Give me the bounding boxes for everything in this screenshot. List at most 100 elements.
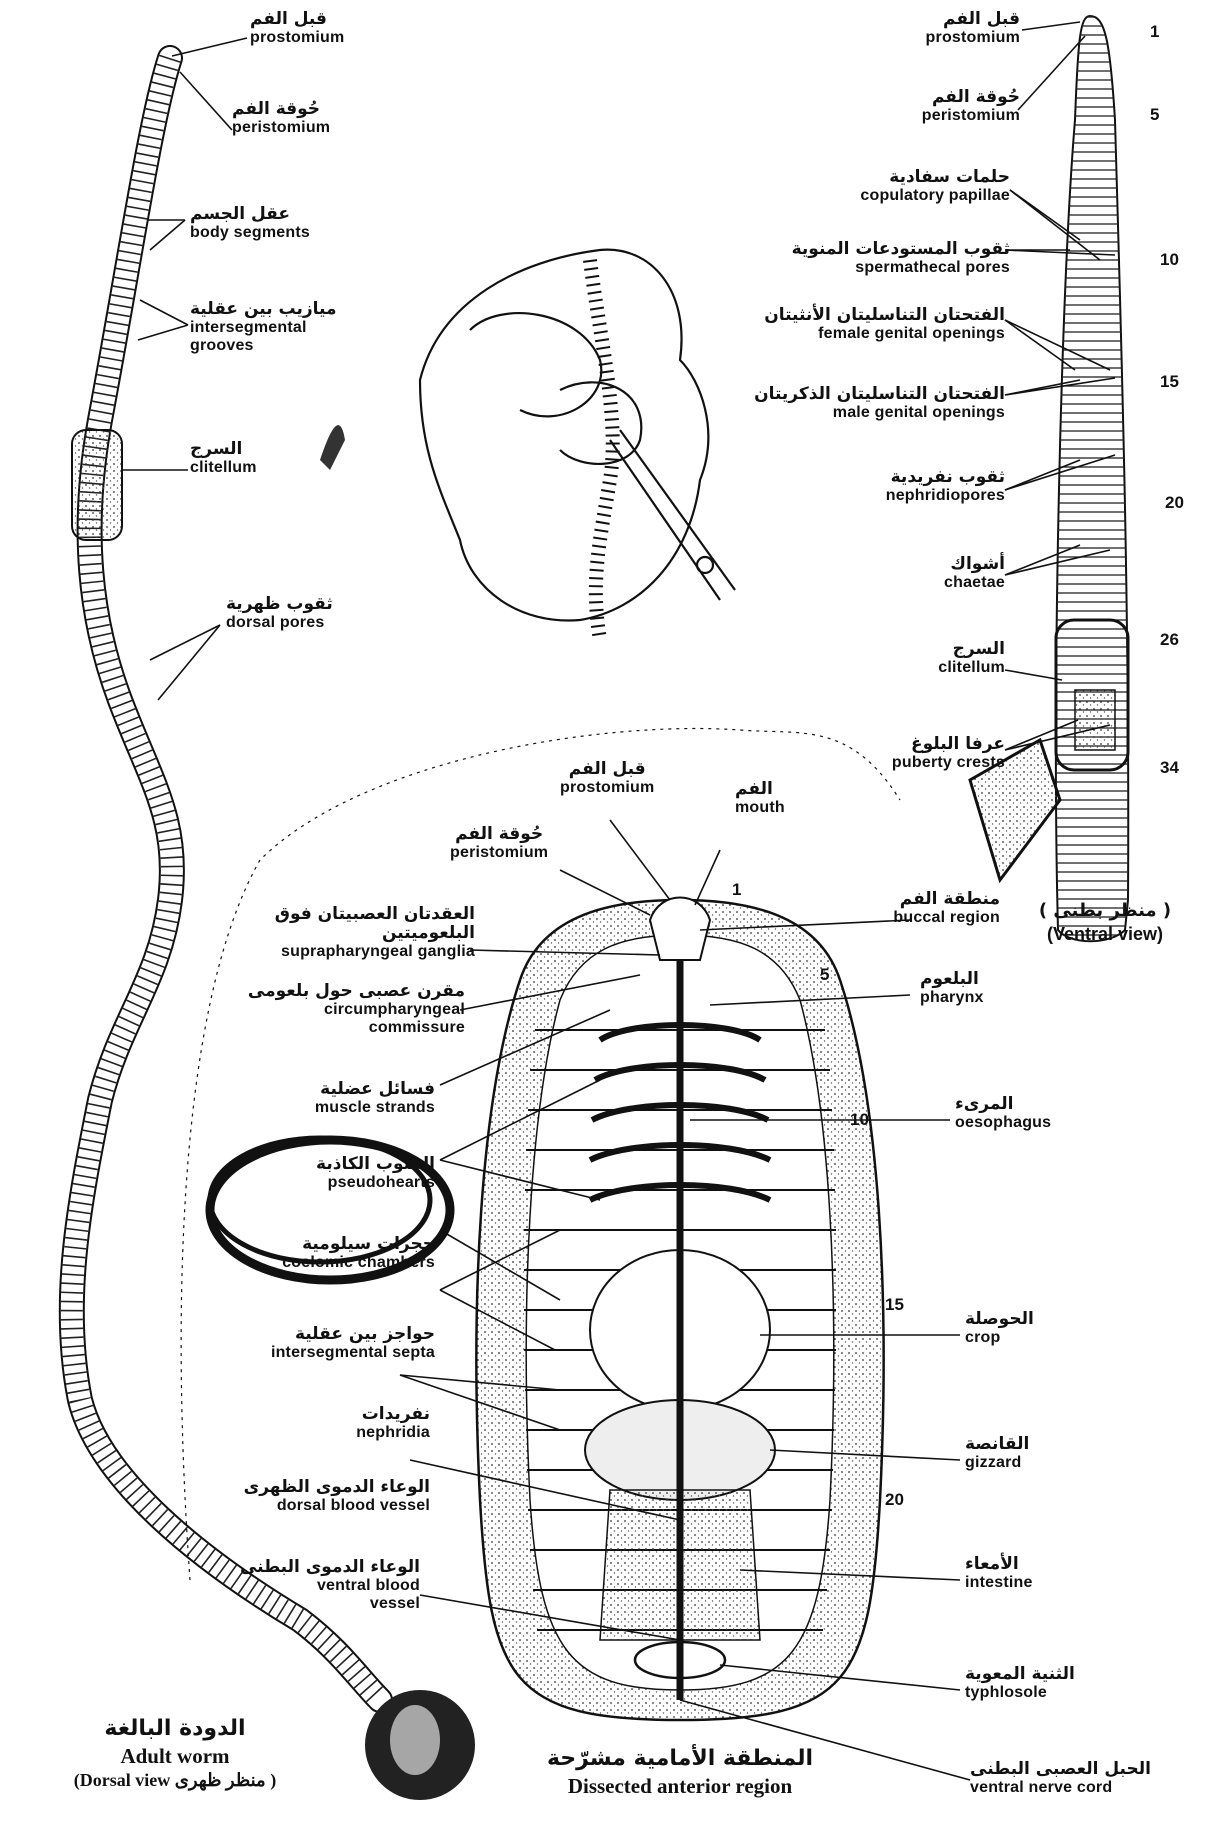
ventral-segment-number: 20 xyxy=(1165,493,1184,513)
label-ar: الحوصلة xyxy=(965,1310,1034,1329)
label-en: peristomium xyxy=(860,107,1020,125)
caption-en: Adult worm xyxy=(10,1743,340,1769)
label-gizzard: القانصة gizzard xyxy=(965,1435,1029,1472)
label-en: intersegmental xyxy=(190,319,337,337)
label-nephridiopores: ثقوب نفريدية nephridiopores xyxy=(830,468,1005,505)
label-ar: الأمعاء xyxy=(965,1555,1033,1574)
dissected-leader xyxy=(695,850,720,905)
head-shape xyxy=(650,898,710,961)
label-ar: القلوب الكاذبة xyxy=(260,1155,435,1174)
adult-leader xyxy=(150,625,220,660)
caption-adult-worm: الدودة البالغة Adult worm (Dorsal view م… xyxy=(10,1715,340,1791)
label-en: coelomic chambers xyxy=(240,1254,435,1272)
hand-outline xyxy=(420,250,708,621)
hand-illustration xyxy=(420,250,735,640)
label-en: chaetae xyxy=(880,574,1005,592)
label-nephridia: نفريدات nephridia xyxy=(290,1405,430,1442)
ventral-leader xyxy=(1022,22,1080,30)
caption-en: Dissected anterior region xyxy=(480,1773,880,1799)
small-worm xyxy=(590,260,613,640)
label-ar: ثقوب نفريدية xyxy=(830,468,1005,487)
dissected-segment-number: 1 xyxy=(732,880,741,900)
label-circumpharyngeal-commissure: مقرن عصبى حول بلعومى circumpharyngeal co… xyxy=(220,982,465,1037)
caption-ar: ( منظر بطنى ) xyxy=(1010,900,1200,923)
label-ventral-prostomium: قبل الفم prostomium xyxy=(860,10,1020,47)
label-en: puberty crests xyxy=(860,754,1005,772)
label-chaetae: أشواك chaetae xyxy=(880,555,1005,592)
label-adult-clitellum: السرج clitellum xyxy=(190,440,257,477)
label-oesophagus: المرىء oesophagus xyxy=(955,1095,1051,1132)
label-en: oesophagus xyxy=(955,1114,1051,1132)
caption-ar: المنطقة الأمامية مشرّحة xyxy=(480,1745,880,1773)
ventral-segment-number: 26 xyxy=(1160,630,1179,650)
label-en: circumpharyngeal xyxy=(220,1001,465,1019)
label-ar: ثقوب ظهرية xyxy=(226,595,333,614)
label-en: female genital openings xyxy=(735,325,1005,343)
label-en: crop xyxy=(965,1329,1034,1347)
label-en: dorsal blood vessel xyxy=(220,1497,430,1515)
dissected-segment-number: 10 xyxy=(850,1110,869,1130)
label-ar: حُوقة الفم xyxy=(860,88,1020,107)
label-mouth: الفم mouth xyxy=(735,780,785,817)
caption-dissected: المنطقة الأمامية مشرّحة Dissected anteri… xyxy=(480,1745,880,1799)
label-ar: الحبل العصبى البطنى xyxy=(970,1760,1151,1779)
label-ar: حجرات سيلومية xyxy=(240,1235,435,1254)
label-ar: مقرن عصبى حول بلعومى xyxy=(220,982,465,1001)
label-ar: السرج xyxy=(190,440,257,459)
label-en: male genital openings xyxy=(735,404,1005,422)
label-ventral-clitellum: السرج clitellum xyxy=(880,640,1005,677)
label-pseudohearts: القلوب الكاذبة pseudohearts xyxy=(260,1155,435,1192)
label-en: buccal region xyxy=(840,909,1000,927)
label-ar: القانصة xyxy=(965,1435,1029,1454)
label-ventral-blood-vessel: الوعاء الدموى البطنى ventral blood vesse… xyxy=(220,1558,420,1613)
scissors-blade xyxy=(620,430,735,590)
label-buccal-region: منطقة الفم buccal region xyxy=(840,890,1000,927)
label-typhlosole: الثنية المعوية typhlosole xyxy=(965,1665,1075,1702)
label-ar: أشواك xyxy=(880,555,1005,574)
label-ar: منطقة الفم xyxy=(840,890,1000,909)
ventral-segment-number: 15 xyxy=(1160,372,1179,392)
label-ar: عرفا البلوغ xyxy=(860,735,1005,754)
label-pharynx: البلعوم pharynx xyxy=(920,970,984,1007)
label-dorsal-blood-vessel: الوعاء الدموى الظهرى dorsal blood vessel xyxy=(220,1478,430,1515)
label-en: nephridiopores xyxy=(830,487,1005,505)
adult-leader xyxy=(138,325,188,340)
adult-leader xyxy=(180,72,232,130)
label-en: ventral blood xyxy=(220,1577,420,1595)
label-en: muscle strands xyxy=(270,1099,435,1117)
label-en: spermathecal pores xyxy=(770,259,1010,277)
label-puberty-crests: عرفا البلوغ puberty crests xyxy=(860,735,1005,772)
caption-ar: الدودة البالغة xyxy=(10,1715,340,1743)
label-adult-peristomium: حُوقة الفم peristomium xyxy=(232,100,330,137)
hand-thumb xyxy=(560,382,641,464)
label-ar: فسائل عضلية xyxy=(270,1080,435,1099)
label-en: prostomium xyxy=(560,779,654,797)
label-en: nephridia xyxy=(290,1424,430,1442)
dissected-segment-number: 20 xyxy=(885,1490,904,1510)
label-ventral-nerve-cord: الحبل العصبى البطنى ventral nerve cord xyxy=(970,1760,1151,1797)
caption-view: (Dorsal view منظر ظهرى ) xyxy=(10,1769,340,1792)
label-female-genital-openings: الفتحتان التناسليتان الأنثيتان female ge… xyxy=(735,306,1005,343)
adult-leader xyxy=(150,220,185,250)
label-intestine: الأمعاء intestine xyxy=(965,1555,1033,1592)
label-ar: ثقوب المستودعات المنوية xyxy=(770,240,1010,259)
label-spermathecal-pores: ثقوب المستودعات المنوية spermathecal por… xyxy=(770,240,1010,277)
ventral-segment-number: 34 xyxy=(1160,758,1179,778)
caption-en: (Ventral view) xyxy=(1010,923,1200,946)
label-ar: الفتحتان التناسليتان الأنثيتان xyxy=(735,306,1005,325)
ventral-segment-number: 5 xyxy=(1150,105,1159,125)
label-ar: السرج xyxy=(880,640,1005,659)
label-copulatory-papillae: حلمات سفادية copulatory papillae xyxy=(790,168,1010,205)
label-adult-prostomium: قبل الفم prostomium xyxy=(250,10,344,47)
label-ar: الثنية المعوية xyxy=(965,1665,1075,1684)
label-en: intersegmental septa xyxy=(210,1344,435,1362)
ventral-segment-number: 1 xyxy=(1150,22,1159,42)
label-ar: البلعوم xyxy=(920,970,984,989)
caption-ventral-view: ( منظر بطنى ) (Ventral view) xyxy=(1010,900,1200,945)
label-ventral-peristomium: حُوقة الفم peristomium xyxy=(860,88,1020,125)
label-en: peristomium xyxy=(450,844,548,862)
label-en: prostomium xyxy=(250,29,344,47)
label-dissected-peristomium: حُوقة الفم peristomium xyxy=(450,825,548,862)
label-en: peristomium xyxy=(232,119,330,137)
